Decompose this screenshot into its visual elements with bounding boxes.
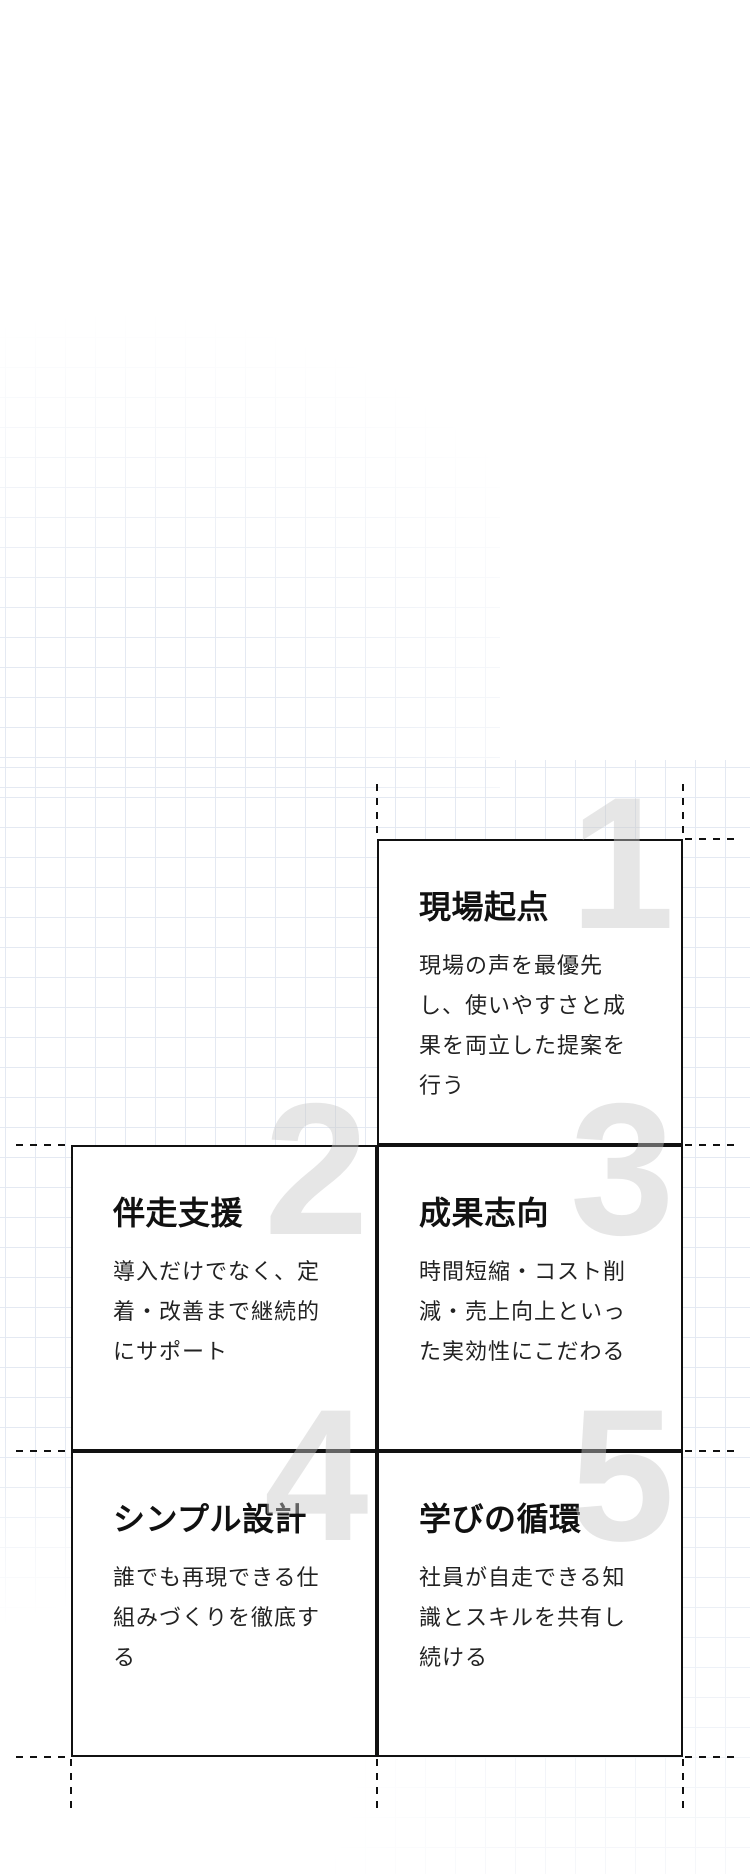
guide-dash [16,1450,71,1452]
guide-dash [376,1759,378,1811]
guide-dash [16,1756,71,1758]
value-card-2: 伴走支援 導入だけでなく、定着・改善まで継続的にサポート [71,1145,377,1451]
card-title: 成果志向 [419,1194,550,1232]
value-card-5: 学びの循環 社員が自走できる知識とスキルを共有し続ける [377,1451,683,1757]
card-description: 現場の声を最優先し、使いやすさと成果を両立した提案を行う [419,954,627,1099]
value-card-3: 成果志向 時間短縮・コスト削減・売上向上といった実効性にこだわる [377,1145,683,1451]
guide-dash [16,1144,71,1146]
card-title: 伴走支援 [113,1194,244,1232]
guide-dash [685,1144,739,1146]
value-card-4: シンプル設計 誰でも再現できる仕組みづくりを徹底する [71,1451,377,1757]
guide-dash [685,1756,739,1758]
guide-dash [376,784,378,839]
card-description: 時間短縮・コスト削減・売上向上といった実効性にこだわる [419,1260,627,1365]
card-title: 学びの循環 [419,1500,582,1538]
value-card-1: 現場起点 現場の声を最優先し、使いやすさと成果を両立した提案を行う [377,839,683,1145]
guide-dash [682,784,684,839]
card-description: 導入だけでなく、定着・改善まで継続的にサポート [113,1260,321,1365]
card-description: 社員が自走できる知識とスキルを共有し続ける [419,1566,627,1671]
card-description: 誰でも再現できる仕組みづくりを徹底する [113,1566,321,1671]
background-grid-upper [0,300,500,800]
guide-dash [685,1450,739,1452]
guide-dash [70,1759,72,1811]
guide-dash [685,838,739,840]
card-title: 現場起点 [419,888,550,926]
card-title: シンプル設計 [113,1500,308,1538]
guide-dash [682,1759,684,1811]
